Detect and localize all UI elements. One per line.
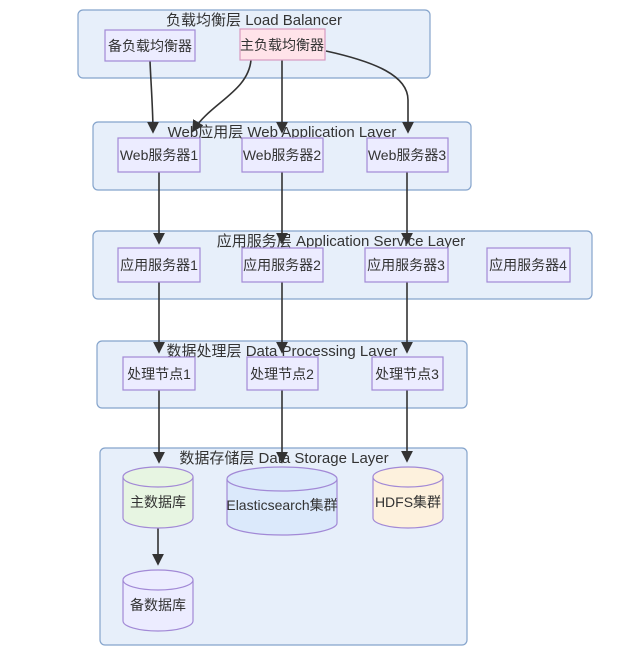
node-box bbox=[104, 29, 196, 62]
node-processing-node-1: 处理节点1 bbox=[122, 356, 196, 391]
cylinder-top bbox=[122, 569, 194, 591]
node-box bbox=[117, 247, 201, 283]
node-hdfs-cluster: HDFS集群 bbox=[372, 466, 444, 529]
cylinder-top bbox=[122, 466, 194, 488]
node-backup-database: 备数据库 bbox=[122, 569, 194, 632]
node-elasticsearch-cluster: Elasticsearch集群 bbox=[226, 466, 338, 536]
node-app-server-3: 应用服务器3 bbox=[364, 247, 449, 283]
node-box bbox=[371, 356, 444, 391]
cylinder-body bbox=[372, 477, 444, 529]
node-main-database: 主数据库 bbox=[122, 466, 194, 529]
node-web-server-2: Web服务器2 bbox=[241, 137, 324, 173]
node-label: 处理节点2 bbox=[250, 366, 314, 382]
edge-main-lb-to-web1 bbox=[192, 59, 252, 133]
node-app-server-4: 应用服务器4 bbox=[486, 247, 571, 283]
node-label: Elasticsearch集群 bbox=[226, 497, 337, 513]
cylinder-body bbox=[226, 479, 338, 536]
edge-backup-lb-to-web1 bbox=[146, 60, 159, 134]
node-backup-load-balancer: 备负载均衡器 bbox=[104, 29, 196, 62]
layer-title: 负载均衡层 Load Balancer bbox=[166, 12, 342, 29]
node-label: 应用服务器2 bbox=[243, 257, 321, 273]
layer-title: 应用服务层 Application Service Layer bbox=[217, 232, 465, 250]
node-label: Web服务器2 bbox=[243, 147, 322, 163]
node-label: Web服务器1 bbox=[120, 147, 199, 163]
cylinder-top bbox=[372, 466, 444, 488]
cylinder-body bbox=[122, 477, 194, 529]
node-main-load-balancer: 主负载均衡器 bbox=[239, 28, 326, 61]
node-label: Web服务器3 bbox=[368, 147, 447, 163]
cylinder-top bbox=[226, 466, 338, 492]
node-label: 应用服务器4 bbox=[489, 257, 567, 273]
node-app-server-1: 应用服务器1 bbox=[117, 247, 201, 283]
node-label: 应用服务器3 bbox=[367, 257, 445, 273]
node-label: 主负载均衡器 bbox=[240, 37, 324, 53]
node-app-server-2: 应用服务器2 bbox=[241, 247, 324, 283]
node-box bbox=[364, 247, 449, 283]
edges bbox=[146, 50, 414, 566]
node-web-server-1: Web服务器1 bbox=[117, 137, 201, 173]
node-box bbox=[486, 247, 571, 283]
node-label: 备数据库 bbox=[130, 597, 186, 613]
node-box bbox=[117, 137, 201, 173]
layer-title: 数据存储层 Data Storage Layer bbox=[179, 450, 388, 467]
node-box bbox=[366, 137, 449, 173]
node-box bbox=[239, 28, 326, 61]
layer-box bbox=[92, 230, 593, 300]
node-processing-node-3: 处理节点3 bbox=[371, 356, 444, 391]
edge-main-lb-to-web3 bbox=[325, 50, 414, 134]
node-label: 处理节点3 bbox=[375, 366, 439, 382]
node-box bbox=[246, 356, 319, 391]
cylinder-body bbox=[122, 580, 194, 632]
node-label: 处理节点1 bbox=[127, 366, 191, 382]
node-box bbox=[241, 247, 324, 283]
node-label: 主数据库 bbox=[130, 494, 186, 510]
node-processing-node-2: 处理节点2 bbox=[246, 356, 319, 391]
node-label: HDFS集群 bbox=[375, 494, 441, 510]
node-box bbox=[122, 356, 196, 391]
node-label: 备负载均衡器 bbox=[108, 38, 192, 54]
node-box bbox=[241, 137, 324, 173]
node-label: 应用服务器1 bbox=[120, 257, 198, 273]
node-web-server-3: Web服务器3 bbox=[366, 137, 449, 173]
